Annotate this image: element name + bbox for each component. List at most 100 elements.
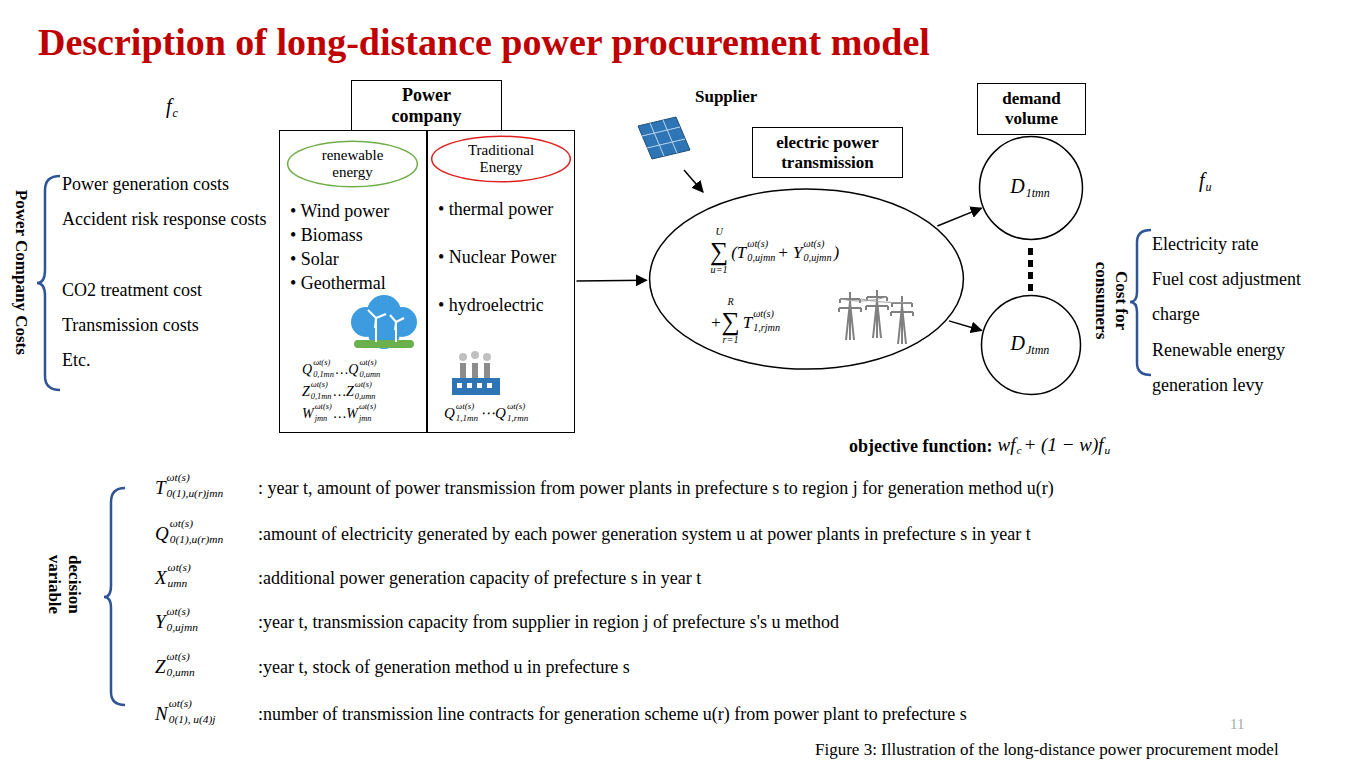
renewable-panel: renewable energy• Wind power• Biomass• S… [279, 130, 427, 433]
node-label: demand volume [987, 89, 1077, 128]
vertical-heading: Cost for consumers [1091, 250, 1130, 350]
flow-arrow [949, 321, 982, 331]
math-symbol: W [346, 407, 358, 421]
math-symbol: f [1199, 170, 1205, 190]
subscript: 0,ujmn [167, 622, 198, 633]
solar-panel-icon [638, 117, 690, 159]
variable-description: :additional power generation capacity of… [258, 569, 701, 589]
math-symbol: Z [302, 385, 310, 399]
objective-label: objective function: [849, 436, 992, 457]
superscript: ωt(s) [167, 472, 190, 483]
variable-description: :number of transmission line contracts f… [258, 705, 967, 725]
cost-item: Accident risk response costs [62, 202, 267, 237]
subscript: 0,ujmn [804, 253, 832, 263]
page-number: 11 [1230, 716, 1244, 733]
math-symbol: … [336, 363, 348, 377]
subscript: jmn [315, 415, 328, 423]
node-label: Traditional Energy [456, 142, 546, 177]
math-symbol: Q [444, 406, 455, 421]
outline-shape [650, 189, 964, 369]
subscript: 0(1), u(4)j [169, 714, 216, 725]
superscript: ωt(s) [359, 403, 376, 411]
flow-arrow [576, 280, 646, 282]
outline-shape [982, 296, 1081, 395]
subscript: 1,rmn [507, 414, 528, 423]
consumer-cost-item: Fuel cost adjustment charge [1152, 262, 1330, 332]
bullet-item: • Wind power [290, 199, 389, 223]
variable-description: :year t, transmission capacity from supp… [258, 613, 839, 633]
sum-limit: r=1 [723, 335, 739, 345]
math-symbol: Y [155, 612, 166, 631]
math-symbol: … [334, 407, 346, 421]
subscript: 1,rjmn [753, 323, 780, 333]
math-symbol: + [710, 314, 721, 331]
subscript: 1tmn [1026, 187, 1050, 199]
superscript: ωt(s) [747, 239, 768, 249]
superscript: ωt(s) [167, 651, 190, 662]
bullet-item: • Biomass [290, 223, 363, 247]
math-symbol: Q [348, 363, 358, 377]
category-oval: renewable energy [287, 141, 418, 187]
outline-shape [432, 136, 571, 182]
math-symbol: N [155, 704, 168, 723]
math-symbol: ) [834, 244, 840, 261]
cost-bracket [37, 176, 1151, 705]
superscript: ωt(s) [456, 402, 474, 411]
outline-shape [288, 141, 418, 187]
variable-description: :year t, stock of generation method u in… [258, 658, 630, 678]
math-symbol: W [302, 407, 314, 421]
demand-circle: D1tmn [979, 136, 1083, 240]
subscript: c [1016, 445, 1021, 456]
cost-item: CO2 treatment cost [62, 273, 267, 308]
node-label: electric power transmission [758, 133, 898, 172]
node-outline [648, 188, 965, 370]
subscript: c [173, 107, 178, 119]
superscript: ωt(s) [507, 402, 525, 411]
bullet-item: • Nuclear Power [438, 245, 558, 269]
bullet-item: • hydroelectric [438, 293, 558, 317]
superscript: ωt(s) [168, 562, 191, 573]
demand-box: demand volume [977, 83, 1086, 135]
subscript: umn [168, 578, 188, 589]
math-symbol: Q [155, 524, 169, 543]
subscript: jmn [359, 415, 372, 423]
math-symbol: Z [346, 385, 354, 399]
transmission-box: electric power transmission [752, 127, 903, 178]
superscript: ωt(s) [355, 381, 372, 389]
math-symbol: … [334, 385, 346, 399]
variable-description: :amount of electricity generated by each… [258, 525, 1031, 545]
superscript: ωt(s) [315, 403, 332, 411]
figure-caption: Figure 3: Illustration of the long-dista… [815, 740, 1279, 760]
sum-limit: U [715, 227, 722, 237]
subscript: 0(1),u(r)jmn [167, 488, 224, 499]
superscript: ωt(s) [753, 309, 774, 319]
math-symbol: f [166, 96, 172, 116]
math-symbol: D [1010, 176, 1024, 196]
traditional-panel: Traditional Energy• thermal power• Nucle… [427, 130, 575, 433]
flow-arrow [937, 208, 981, 226]
node-label: renewable energy [308, 147, 398, 182]
subscript: 0,ujmn [747, 253, 775, 263]
math-symbol: Q [302, 363, 312, 377]
math-symbol: ⋯ [480, 406, 495, 421]
superscript: ωt(s) [804, 239, 825, 249]
cost-item: Transmission costs [62, 308, 267, 343]
subscript: 0,1mn [313, 371, 334, 379]
sum-symbol: ∑ [710, 239, 728, 265]
consumer-cost-item: Renewable energy generation levy [1152, 333, 1330, 403]
supplier-label: Supplier [695, 87, 757, 107]
subscript: u [1105, 445, 1111, 456]
demand-circle: DJtmn [981, 295, 1081, 395]
subscript: 0,umn [355, 393, 376, 401]
subscript: 0,umn [359, 371, 380, 379]
subscript: u [1206, 181, 1212, 193]
math-symbol: + (1 − w)f [1024, 435, 1104, 454]
math-symbol: T [743, 314, 752, 331]
subscript: 0,1mn [311, 393, 332, 401]
math-symbol: Q [495, 406, 506, 421]
subscript: 0,umn [167, 667, 195, 678]
superscript: ωt(s) [170, 518, 193, 529]
bullet-item: • Geothermal [290, 271, 386, 295]
